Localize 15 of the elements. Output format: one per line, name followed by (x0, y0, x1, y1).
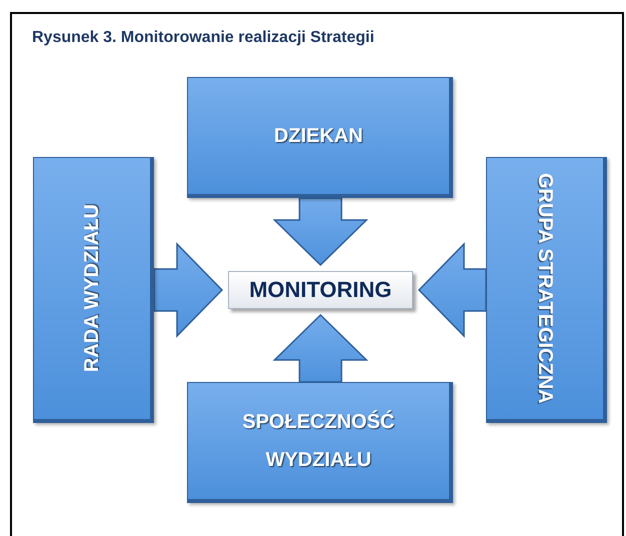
node-label: RADA WYDZIAŁU (80, 204, 104, 373)
actor-box (486, 157, 607, 423)
figure-title: Rysunek 3. Monitorowanie realizacji Strategii (32, 28, 374, 48)
block-arrow (272, 197, 368, 266)
block-arrow (153, 242, 224, 338)
node-label: MONITORING (249, 279, 392, 301)
actor-box (187, 382, 453, 503)
node-label: DZIEKAN (273, 124, 364, 149)
actor-box (33, 157, 154, 423)
node-label: GRUPA STRATEGICZNA (533, 173, 557, 404)
node-label: SPOŁECZNOŚĆ WYDZIAŁU (241, 409, 396, 473)
center-box (228, 271, 413, 309)
actor-box (187, 77, 453, 198)
block-arrow (272, 314, 368, 383)
block-arrow (418, 242, 487, 338)
